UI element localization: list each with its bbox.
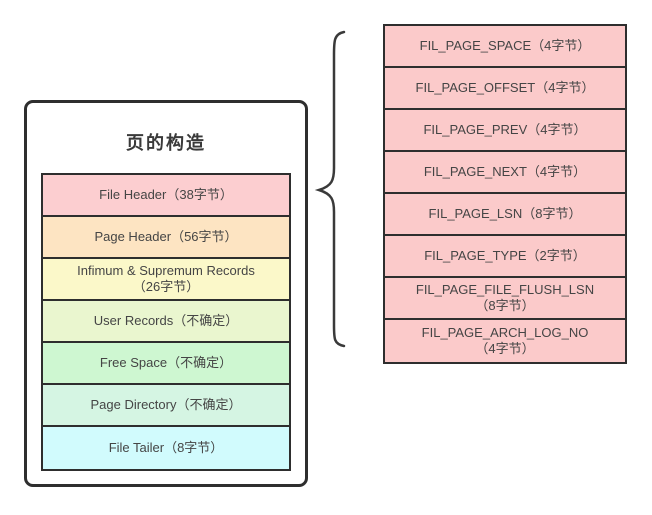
field-row-fil-page-file-flush-lsn: FIL_PAGE_FILE_FLUSH_LSN （8字节） <box>385 278 625 320</box>
field-row-fil-page-offset: FIL_PAGE_OFFSET（4字节） <box>385 68 625 110</box>
field-label: FIL_PAGE_FILE_FLUSH_LSN <box>415 282 595 297</box>
field-label-size: （4字节） <box>475 341 535 356</box>
segment-row-infimum-supremum: Infimum & Supremum Records （26字节） <box>43 259 289 301</box>
field-label: FIL_PAGE_PREV（4字节） <box>423 122 587 137</box>
field-label-size: （8字节） <box>475 298 535 313</box>
segment-label: File Header（38字节） <box>99 187 233 202</box>
field-label: FIL_PAGE_LSN（8字节） <box>428 206 582 221</box>
segment-label: Free Space（不确定） <box>99 355 233 370</box>
field-row-fil-page-next: FIL_PAGE_NEXT（4字节） <box>385 152 625 194</box>
segment-row-file-tailer: File Tailer（8字节） <box>43 427 289 469</box>
segment-row-file-header: File Header（38字节） <box>43 175 289 217</box>
segment-label: File Tailer（8字节） <box>108 440 224 455</box>
segment-row-page-header: Page Header（56字节） <box>43 217 289 259</box>
curly-brace-icon <box>314 30 346 348</box>
segment-row-user-records: User Records（不确定） <box>43 301 289 343</box>
field-label: FIL_PAGE_TYPE（2字节） <box>424 248 586 263</box>
field-label: FIL_PAGE_ARCH_LOG_NO <box>421 325 589 340</box>
field-row-fil-page-arch-log-no: FIL_PAGE_ARCH_LOG_NO （4字节） <box>385 320 625 362</box>
field-label: FIL_PAGE_OFFSET（4字节） <box>415 80 595 95</box>
segment-label: Page Directory（不确定） <box>90 397 242 412</box>
segment-row-page-directory: Page Directory（不确定） <box>43 385 289 427</box>
field-row-fil-page-prev: FIL_PAGE_PREV（4字节） <box>385 110 625 152</box>
field-row-fil-page-space: FIL_PAGE_SPACE（4字节） <box>385 26 625 68</box>
segment-label-size: （26字节） <box>132 279 200 294</box>
page-structure-stack: File Header（38字节） Page Header（56字节） Infi… <box>41 173 291 471</box>
page-structure-box: 页的构造 File Header（38字节） Page Header（56字节）… <box>24 100 308 487</box>
file-header-fields-stack: FIL_PAGE_SPACE（4字节） FIL_PAGE_OFFSET（4字节）… <box>383 24 627 364</box>
field-row-fil-page-type: FIL_PAGE_TYPE（2字节） <box>385 236 625 278</box>
field-row-fil-page-lsn: FIL_PAGE_LSN（8字节） <box>385 194 625 236</box>
field-label: FIL_PAGE_SPACE（4字节） <box>419 38 591 53</box>
segment-row-free-space: Free Space（不确定） <box>43 343 289 385</box>
page-structure-title: 页的构造 <box>126 133 206 153</box>
field-label: FIL_PAGE_NEXT（4字节） <box>423 164 587 179</box>
segment-label: Page Header（56字节） <box>94 229 238 244</box>
segment-label: User Records（不确定） <box>93 313 239 328</box>
segment-label: Infimum & Supremum Records <box>77 263 255 278</box>
